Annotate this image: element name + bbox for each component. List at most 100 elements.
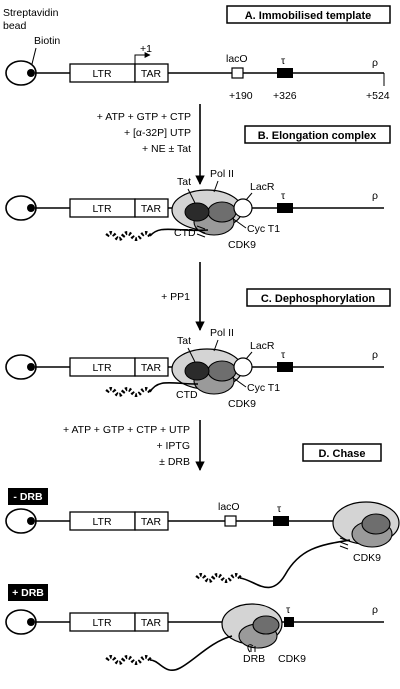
tau-terminator	[277, 68, 293, 78]
laco-box	[224, 515, 237, 527]
minus-drb-badge	[8, 488, 48, 505]
streptavidin-bead	[5, 609, 37, 635]
pos326-label: +326	[273, 90, 297, 102]
step-cd-1: + ATP + GTP + CTP + UTP	[63, 424, 190, 436]
lac-repressor	[233, 198, 253, 218]
transcription-start-arrow	[134, 52, 151, 64]
ltr-label: LTR	[92, 362, 111, 374]
tat-label: Tat	[177, 335, 191, 347]
tar-label: TAR	[141, 203, 162, 215]
cyc-t1-pointer	[231, 376, 247, 388]
tau-label: τ	[281, 55, 286, 67]
tar-label: TAR	[141, 362, 162, 374]
tar-label: TAR	[141, 516, 162, 528]
tau-label: τ	[286, 604, 291, 616]
tau-label: τ	[281, 349, 286, 361]
minus-drb-label: - DRB	[13, 491, 43, 503]
tar-label: TAR	[141, 68, 162, 80]
tat-protein	[184, 361, 210, 381]
panel-c-title-box	[246, 288, 391, 307]
tar-box	[134, 612, 169, 632]
step-ab-2: + [α-32P] UTP	[124, 127, 191, 139]
step-cd-2: + IPTG	[156, 440, 190, 452]
panel-b-title: B. Elongation complex	[258, 130, 377, 142]
tar-rna-hairpin	[105, 387, 152, 397]
drb-inhibition-arrow	[247, 644, 254, 653]
cyc-t1-label: Cyc T1	[247, 382, 280, 394]
streptavidin-bead	[5, 60, 37, 86]
lacr-label: LacR	[250, 340, 275, 352]
cdk9-label: CDK9	[228, 398, 256, 410]
tat-pointer	[187, 188, 196, 204]
lacr-label: LacR	[250, 181, 275, 193]
biotin-label: Biotin	[34, 35, 60, 47]
pos524-label: +524	[366, 90, 390, 102]
laco-label: lacO	[218, 501, 240, 513]
cdk9-label: CDK9	[278, 653, 306, 665]
cyc-t1-pointer	[231, 217, 247, 229]
laco-box	[231, 67, 244, 79]
rho-label: ρ	[372, 349, 378, 361]
ltr-label: LTR	[92, 516, 111, 528]
ltr-label: LTR	[92, 203, 111, 215]
panel-b: B. Elongation complex LTR TAR τ ρ Tat Po…	[5, 125, 391, 251]
tat-pointer	[187, 347, 196, 363]
tar-box	[134, 63, 169, 83]
rho-label: ρ	[372, 57, 378, 69]
ctd-label: CTD	[176, 389, 198, 401]
rho-label: ρ	[372, 190, 378, 202]
ltr-label: LTR	[92, 68, 111, 80]
tat-protein	[184, 202, 210, 222]
nascent-rna	[149, 635, 233, 671]
lac-repressor	[233, 357, 253, 377]
streptavidin-bead	[5, 195, 37, 221]
pol-ii-label: Pol II	[210, 327, 234, 339]
plus-drb-badge	[8, 584, 48, 601]
panel-a-title: A. Immobilised template	[245, 10, 372, 22]
drb-label: DRB	[243, 653, 265, 665]
streptavidin-label: Streptavidin	[3, 7, 59, 19]
tar-rna-hairpin	[195, 573, 242, 583]
streptavidin-bead	[5, 354, 37, 380]
nascent-rna	[239, 539, 351, 589]
panel-a: A. Immobilised template Streptavidin bea…	[3, 5, 391, 102]
tau-terminator	[273, 516, 289, 526]
step-cd-3: ± DRB	[159, 456, 190, 468]
nascent-rna	[149, 228, 209, 237]
bead-label: bead	[3, 20, 27, 32]
panel-d: D. Chase - DRB LTR TAR lacO τ CDK9 + DRB…	[5, 443, 400, 671]
laco-label: lacO	[226, 53, 248, 65]
cyclin-t1	[361, 513, 391, 535]
tau-terminator	[277, 362, 293, 372]
lacr-pointer	[245, 192, 253, 201]
step-ab-1: + ATP + GTP + CTP	[97, 111, 191, 123]
panel-d-title: D. Chase	[318, 448, 365, 460]
cyclin-t1	[207, 201, 237, 223]
panel-d-title-box	[302, 443, 382, 462]
panel-b-title-box	[244, 125, 391, 144]
step-bc-1: + PP1	[161, 291, 190, 303]
step-ab-3: + NE ± Tat	[142, 143, 191, 155]
tar-rna-hairpin	[105, 655, 152, 665]
pol-ii-label: Pol II	[210, 168, 234, 180]
tau-label: τ	[277, 503, 282, 515]
ltr-label: LTR	[92, 617, 111, 629]
cdk9-label: CDK9	[353, 552, 381, 564]
tau-terminator	[277, 203, 293, 213]
plus1-label: +1	[140, 43, 152, 55]
tau-label: τ	[281, 190, 286, 202]
tat-label: Tat	[177, 176, 191, 188]
panel-c: C. Dephosphorylation LTR TAR τ ρ Tat Pol…	[5, 288, 391, 410]
cyclin-t1	[252, 615, 280, 635]
pol-ii-pointer	[213, 180, 219, 193]
tar-box	[134, 357, 169, 377]
nascent-rna	[149, 381, 199, 393]
tar-box	[134, 198, 169, 218]
panel-c-title: C. Dephosphorylation	[261, 293, 376, 305]
cdk9-label: CDK9	[228, 239, 256, 251]
tar-box	[134, 511, 169, 531]
cyclin-t1	[207, 360, 237, 382]
rho-label: ρ	[372, 604, 378, 616]
tar-rna-hairpin	[105, 231, 152, 241]
